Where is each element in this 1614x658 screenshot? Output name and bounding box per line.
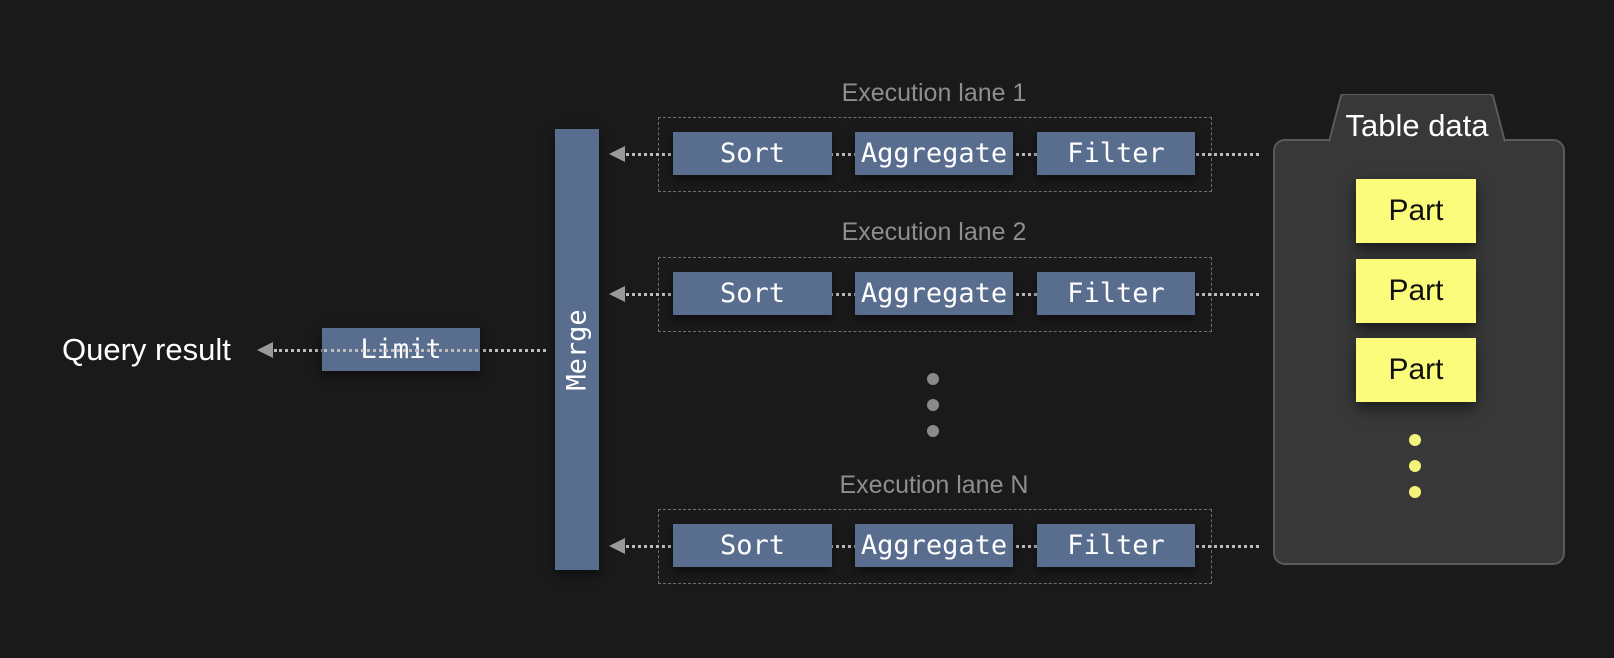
ellipsis-dot-icon bbox=[927, 373, 939, 385]
ellipsis-dot-icon bbox=[1409, 460, 1421, 472]
lane-title: Execution lane 2 bbox=[841, 218, 1027, 246]
merge-label: Merge bbox=[561, 308, 593, 391]
ellipsis-dot-icon bbox=[927, 425, 939, 437]
part-label: Part bbox=[1388, 194, 1444, 227]
aggregate-operator: Aggregate bbox=[855, 524, 1013, 567]
filter-label: Filter bbox=[1067, 278, 1165, 309]
filter-operator: Filter bbox=[1037, 272, 1195, 315]
ellipsis-dot-icon bbox=[1409, 486, 1421, 498]
filter-operator: Filter bbox=[1037, 524, 1195, 567]
query-result-label: Query result bbox=[62, 332, 231, 367]
sort-operator: Sort bbox=[673, 524, 832, 567]
flow-line-over-limit bbox=[324, 349, 478, 352]
ellipsis-dot-icon bbox=[927, 399, 939, 411]
merge-operator: Merge bbox=[555, 129, 599, 570]
sort-label: Sort bbox=[719, 138, 786, 169]
table-part: Part bbox=[1356, 338, 1476, 402]
ellipsis-dot-icon bbox=[1409, 434, 1421, 446]
filter-label: Filter bbox=[1067, 530, 1165, 561]
part-label: Part bbox=[1388, 274, 1444, 307]
sort-label: Sort bbox=[719, 278, 786, 309]
sort-operator: Sort bbox=[673, 132, 832, 175]
lane-title: Execution lane N bbox=[839, 471, 1029, 499]
table-part: Part bbox=[1356, 179, 1476, 243]
lane-title: Execution lane 1 bbox=[841, 79, 1027, 107]
table-data-title: Table data bbox=[1345, 108, 1489, 143]
filter-operator: Filter bbox=[1037, 132, 1195, 175]
table-part: Part bbox=[1356, 259, 1476, 323]
part-label: Part bbox=[1388, 353, 1444, 386]
aggregate-label: Aggregate bbox=[860, 138, 1008, 169]
aggregate-label: Aggregate bbox=[860, 530, 1008, 561]
folder-tab-shape bbox=[1329, 94, 1505, 144]
table-data-tab: Table data bbox=[1329, 94, 1505, 144]
arrow-left-icon bbox=[257, 342, 273, 358]
arrow-left-icon bbox=[609, 146, 625, 162]
arrow-left-icon bbox=[609, 538, 625, 554]
aggregate-label: Aggregate bbox=[860, 278, 1008, 309]
aggregate-operator: Aggregate bbox=[855, 272, 1013, 315]
sort-operator: Sort bbox=[673, 272, 832, 315]
arrow-left-icon bbox=[609, 286, 625, 302]
sort-label: Sort bbox=[719, 530, 786, 561]
filter-label: Filter bbox=[1067, 138, 1165, 169]
aggregate-operator: Aggregate bbox=[855, 132, 1013, 175]
